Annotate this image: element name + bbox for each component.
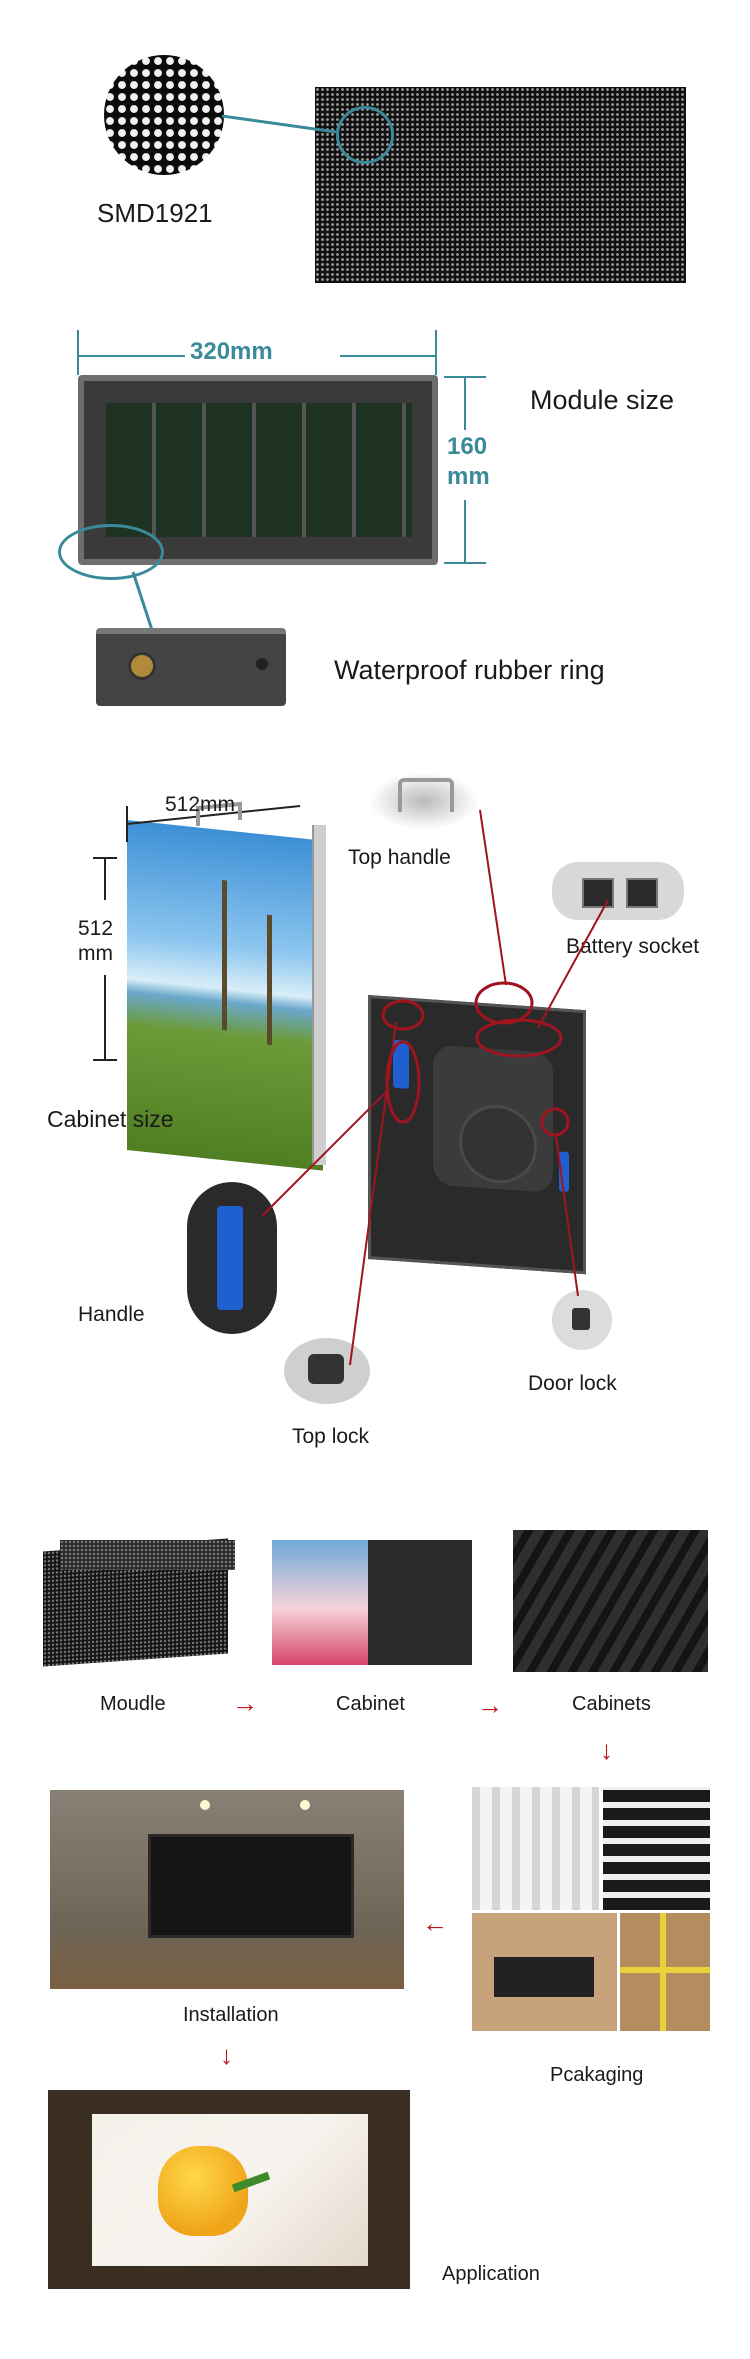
- packaging-photo-1: [472, 1787, 599, 1910]
- rubber-ring-label: Waterproof rubber ring: [334, 655, 605, 685]
- top-handle-zoom: [368, 772, 480, 830]
- packaging-photo-4: [620, 1913, 710, 2031]
- moudle-label: Moudle: [100, 1693, 166, 1715]
- arrow-down-2: ↓: [220, 2040, 233, 2070]
- top-handle-label: Top handle: [348, 846, 451, 869]
- chip-label: SMD1921: [97, 198, 213, 228]
- cabinet-height-dim-value: 512: [78, 917, 114, 940]
- chip-callout-circle: [336, 106, 394, 164]
- cabinet-height-dim-unit: mm: [78, 942, 113, 965]
- top-lock-label: Top lock: [292, 1425, 370, 1448]
- module-width-dim: 320mm: [190, 338, 273, 365]
- arrow-left-1: ←: [422, 1908, 448, 1938]
- smd-chip-zoom: [104, 55, 224, 175]
- module-size-label: Module size: [530, 385, 675, 415]
- application-photo: [48, 2090, 410, 2289]
- cabinet-label: Cabinet: [336, 1693, 405, 1715]
- application-label: Application: [442, 2263, 540, 2285]
- arrow-right-2: →: [477, 1690, 503, 1720]
- packaging-label: Pcakaging: [550, 2064, 644, 2086]
- door-lock-zoom: [552, 1290, 612, 1350]
- cabinet-size-label: Cabinet size: [47, 1106, 174, 1132]
- cabinet-photo: [272, 1540, 368, 1665]
- handle-zoom: [187, 1182, 277, 1334]
- battery-socket-label: Battery socket: [566, 935, 700, 958]
- top-lock-zoom: [284, 1338, 370, 1404]
- cabinet-width-dim: 512mm: [165, 793, 236, 816]
- installation-photo: [50, 1790, 404, 1989]
- battery-socket-zoom: [552, 862, 684, 920]
- arrow-down-1: ↓: [600, 1735, 613, 1765]
- packaging-photo-3: [472, 1913, 617, 2031]
- cabinets-photo: [513, 1530, 708, 1672]
- module-height-dim-unit: mm: [447, 463, 490, 490]
- ring-callout-circle: [58, 524, 164, 580]
- cabinets-label: Cabinets: [572, 1693, 651, 1715]
- arrow-right-1: →: [232, 1688, 258, 1718]
- cabinet-side-edge: [312, 825, 326, 1165]
- cabinet-photo-back: [368, 1540, 472, 1665]
- installation-label: Installation: [183, 2004, 279, 2026]
- handle-label: Handle: [78, 1303, 145, 1326]
- packaging-photo-2: [603, 1787, 710, 1910]
- rubber-ring-photo: [96, 628, 286, 706]
- moudle-photo-back: [60, 1540, 235, 1570]
- module-height-dim-value: 160: [447, 433, 488, 460]
- door-lock-label: Door lock: [528, 1372, 617, 1395]
